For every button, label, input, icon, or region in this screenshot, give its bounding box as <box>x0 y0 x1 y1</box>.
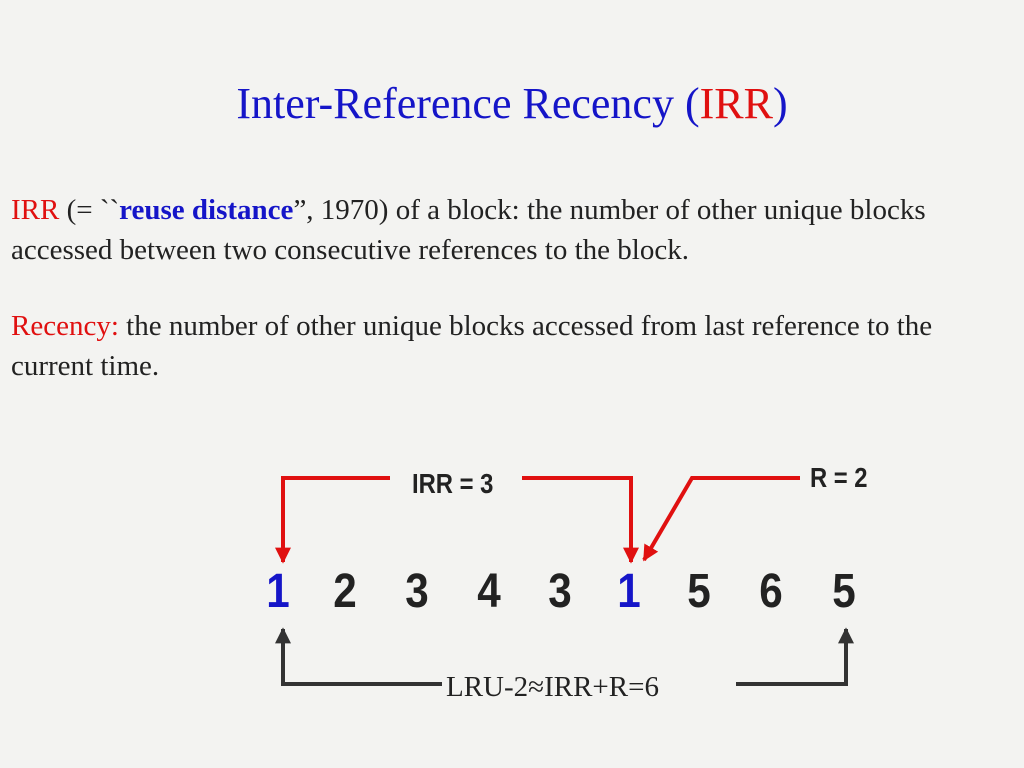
recency-arrow <box>642 476 800 562</box>
recency-definition: Recency: the number of other unique bloc… <box>11 306 1016 386</box>
sequence-item: 4 <box>477 565 501 618</box>
recency-definition-text: the number of other unique blocks access… <box>11 310 933 382</box>
sequence-item: 1 <box>266 565 290 618</box>
irr-label: IRR = 3 <box>412 468 494 499</box>
slide-title: Inter-Reference Recency (IRR) <box>0 76 1024 132</box>
lru-right-arrow <box>736 627 854 686</box>
title-accent: IRR <box>699 79 773 128</box>
irr-right-arrow <box>522 476 639 564</box>
sequence-item: 3 <box>548 565 572 618</box>
irr-definition: IRR (= ``reuse distance”, 1970) of a blo… <box>11 190 1016 270</box>
title-text: Inter-Reference Recency ( <box>236 79 700 128</box>
lru2-label: LRU-2≈IRR+R=6 <box>446 671 659 703</box>
irr-left-arrow <box>275 476 390 564</box>
irr-open: (= `` <box>59 194 120 226</box>
reuse-distance-highlight: reuse distance <box>119 194 294 226</box>
irr-term: IRR <box>11 194 60 226</box>
lru-left-arrow <box>275 627 442 686</box>
recency-label: R = 2 <box>810 462 868 493</box>
sequence-item: 5 <box>832 565 856 618</box>
sequence-item: 5 <box>687 565 711 618</box>
title-close: ) <box>772 79 788 128</box>
irr-definition-text: ”, 1970) of a block: the number of other… <box>11 194 926 266</box>
sequence-item: 3 <box>405 565 429 618</box>
recency-term: Recency: <box>11 310 119 342</box>
sequence-item: 2 <box>333 565 357 618</box>
sequence-item: 1 <box>617 565 641 618</box>
sequence-item: 6 <box>759 565 783 618</box>
